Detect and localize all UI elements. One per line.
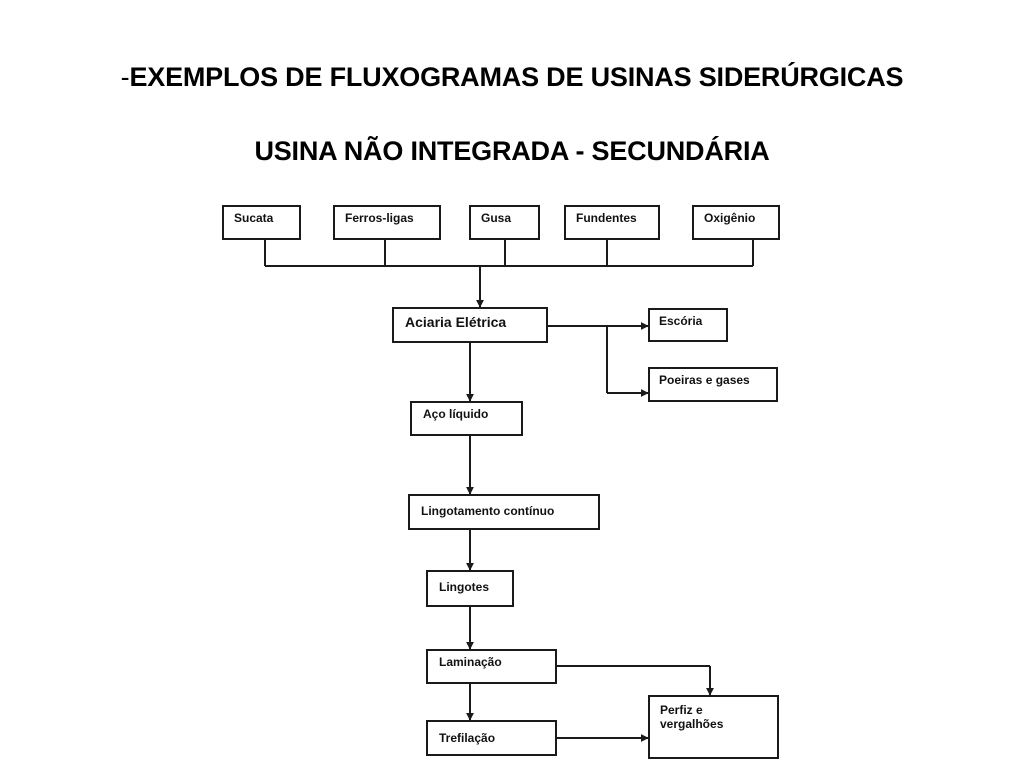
- box-fundentes: Fundentes: [564, 205, 660, 240]
- box-laminacao: Laminação: [426, 649, 557, 684]
- box-poeiras-gases: Poeiras e gases: [648, 367, 778, 402]
- box-aco-liquido: Aço líquido: [410, 401, 523, 436]
- box-lingotamento-continuo: Lingotamento contínuo: [408, 494, 600, 530]
- box-oxigenio: Oxigênio: [692, 205, 780, 240]
- box-escoria: Escória: [648, 308, 728, 342]
- flowchart-connectors: [264, 240, 754, 742]
- flowchart: Sucata Ferros-ligas Gusa Fundentes Oxigê…: [198, 190, 820, 768]
- title-dash: -: [120, 62, 130, 92]
- box-lingotes: Lingotes: [426, 570, 514, 607]
- box-sucata: Sucata: [222, 205, 301, 240]
- box-gusa: Gusa: [469, 205, 540, 240]
- title-text: EXEMPLOS DE FLUXOGRAMAS DE USINAS SIDERÚ…: [129, 62, 904, 92]
- slide-title: -EXEMPLOS DE FLUXOGRAMAS DE USINAS SIDER…: [0, 62, 1024, 93]
- box-perfiz-vergalhoes: Perfiz e vergalhões: [648, 695, 779, 759]
- slide-subtitle: USINA NÃO INTEGRADA - SECUNDÁRIA: [254, 136, 770, 166]
- box-ferros-ligas: Ferros-ligas: [333, 205, 441, 240]
- box-trefilacao: Trefilação: [426, 720, 557, 756]
- box-aciaria-eletrica: Aciaria Elétrica: [392, 307, 548, 343]
